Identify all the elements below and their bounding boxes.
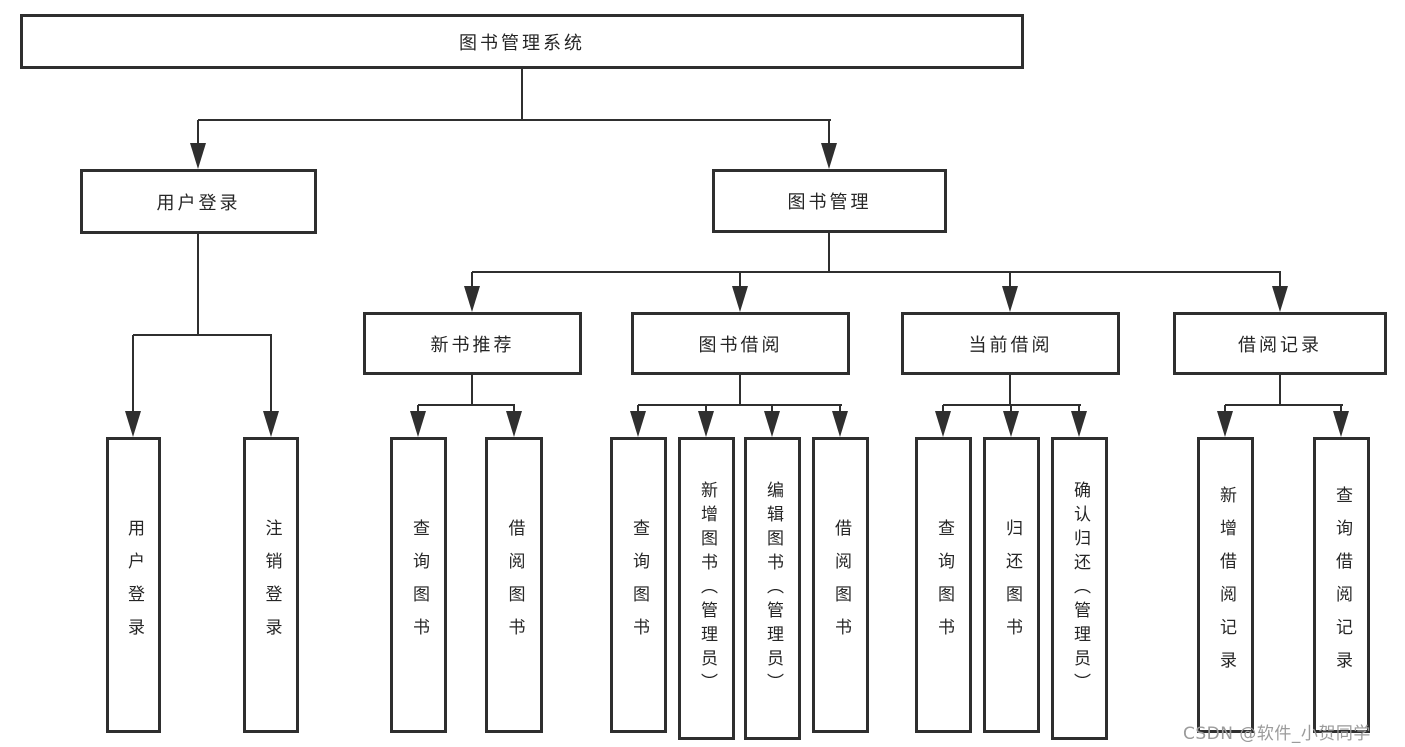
- leaf-bb-query-books: 查询图书: [610, 437, 667, 733]
- connector-line: [1224, 405, 1226, 415]
- arrow-down-icon: [1003, 411, 1019, 437]
- node-book-management: 图书管理: [712, 169, 947, 233]
- node-user-login-label: 用户登录: [156, 192, 241, 214]
- connector-line: [1340, 405, 1342, 415]
- arrow-down-icon: [1071, 411, 1087, 437]
- connector-line: [739, 272, 741, 290]
- arrow-down-icon: [1272, 286, 1288, 312]
- connector-line: [1279, 375, 1281, 406]
- node-user-login: 用户登录: [80, 169, 317, 234]
- connector-line: [839, 405, 841, 415]
- connector-line: [197, 120, 199, 148]
- leaf-bb-add-books-admin: 新增图书（管理员）: [678, 437, 735, 740]
- arrow-down-icon: [1217, 411, 1233, 437]
- arrow-down-icon: [630, 411, 646, 437]
- arrow-down-icon: [410, 411, 426, 437]
- arrow-down-icon: [464, 286, 480, 312]
- connector-line: [638, 404, 842, 406]
- node-book-borrow-label: 图书借阅: [698, 334, 783, 356]
- leaf-br-query-record-label: 查询借阅记录: [1332, 486, 1352, 684]
- leaf-logout-label: 注销登录: [261, 519, 282, 651]
- connector-line: [132, 335, 134, 415]
- watermark: CSDN @软件_小贺同学: [1183, 724, 1371, 744]
- connector-line: [133, 334, 272, 336]
- connector-line: [739, 375, 741, 406]
- leaf-br-add-record: 新增借阅记录: [1197, 437, 1254, 733]
- arrow-down-icon: [821, 143, 837, 169]
- node-current-borrow-label: 当前借阅: [968, 334, 1053, 356]
- node-borrow-records: 借阅记录: [1173, 312, 1387, 375]
- leaf-br-add-record-label: 新增借阅记录: [1216, 486, 1236, 684]
- leaf-bb-query-books-label: 查询图书: [629, 519, 649, 651]
- leaf-nb-query-books: 查询图书: [390, 437, 447, 733]
- connector-line: [418, 404, 515, 406]
- connector-line: [943, 404, 1081, 406]
- arrow-down-icon: [263, 411, 279, 437]
- arrow-down-icon: [764, 411, 780, 437]
- leaf-bb-borrow-books: 借阅图书: [812, 437, 869, 733]
- node-book-borrow: 图书借阅: [631, 312, 850, 375]
- leaf-user-login-label: 用户登录: [124, 519, 144, 651]
- arrow-down-icon: [732, 286, 748, 312]
- leaf-cb-confirm-return-admin: 确认归还（管理员）: [1051, 437, 1108, 740]
- leaf-cb-return-books: 归还图书: [983, 437, 1040, 733]
- connector-line: [270, 335, 272, 415]
- node-book-management-label: 图书管理: [787, 192, 872, 213]
- connector-line: [1078, 405, 1080, 415]
- leaf-bb-edit-books-admin: 编辑图书（管理员）: [744, 437, 801, 740]
- arrow-down-icon: [698, 411, 714, 437]
- leaf-br-query-record: 查询借阅记录: [1313, 437, 1370, 733]
- node-root: 图书管理系统: [20, 14, 1024, 69]
- arrow-down-icon: [832, 411, 848, 437]
- connector-line: [197, 234, 199, 335]
- leaf-cb-query-books: 查询图书: [915, 437, 972, 733]
- connector-line: [513, 405, 515, 415]
- leaf-nb-borrow-books: 借阅图书: [485, 437, 543, 733]
- connector-line: [637, 405, 639, 415]
- leaf-logout: 注销登录: [243, 437, 299, 733]
- node-new-book-recommend-label: 新书推荐: [430, 334, 515, 356]
- node-current-borrow: 当前借阅: [901, 312, 1120, 375]
- node-new-book-recommend: 新书推荐: [363, 312, 582, 375]
- connector-line: [1279, 272, 1281, 290]
- leaf-bb-borrow-books-label: 借阅图书: [831, 519, 851, 651]
- connector-line: [1009, 272, 1011, 290]
- node-borrow-records-label: 借阅记录: [1238, 334, 1322, 356]
- connector-line: [471, 375, 473, 406]
- connector-line: [771, 405, 773, 415]
- leaf-bb-add-books-admin-label: 新增图书（管理员）: [697, 480, 717, 697]
- connector-line: [1010, 405, 1012, 415]
- node-root-label: 图书管理系统: [459, 32, 585, 54]
- arrow-down-icon: [506, 411, 522, 437]
- leaf-bb-edit-books-admin-label: 编辑图书（管理员）: [763, 480, 783, 697]
- connector-line: [1225, 404, 1343, 406]
- connector-line: [198, 119, 831, 121]
- connector-line: [472, 271, 1281, 273]
- arrow-down-icon: [190, 143, 206, 169]
- arrow-down-icon: [1002, 286, 1018, 312]
- leaf-cb-confirm-return-admin-label: 确认归还（管理员）: [1070, 480, 1090, 697]
- leaf-cb-return-books-label: 归还图书: [1002, 519, 1022, 651]
- connector-line: [942, 405, 944, 415]
- connector-line: [828, 120, 830, 148]
- connector-line: [471, 272, 473, 290]
- leaf-cb-query-books-label: 查询图书: [934, 519, 954, 651]
- connector-line: [417, 405, 419, 415]
- leaf-nb-borrow-books-label: 借阅图书: [504, 519, 525, 651]
- arrow-down-icon: [1333, 411, 1349, 437]
- connector-line: [521, 69, 523, 121]
- connector-line: [828, 233, 830, 273]
- leaf-user-login: 用户登录: [106, 437, 161, 733]
- connector-line: [1009, 375, 1011, 406]
- arrow-down-icon: [935, 411, 951, 437]
- arrow-down-icon: [125, 411, 141, 437]
- connector-line: [705, 405, 707, 415]
- leaf-nb-query-books-label: 查询图书: [409, 519, 429, 651]
